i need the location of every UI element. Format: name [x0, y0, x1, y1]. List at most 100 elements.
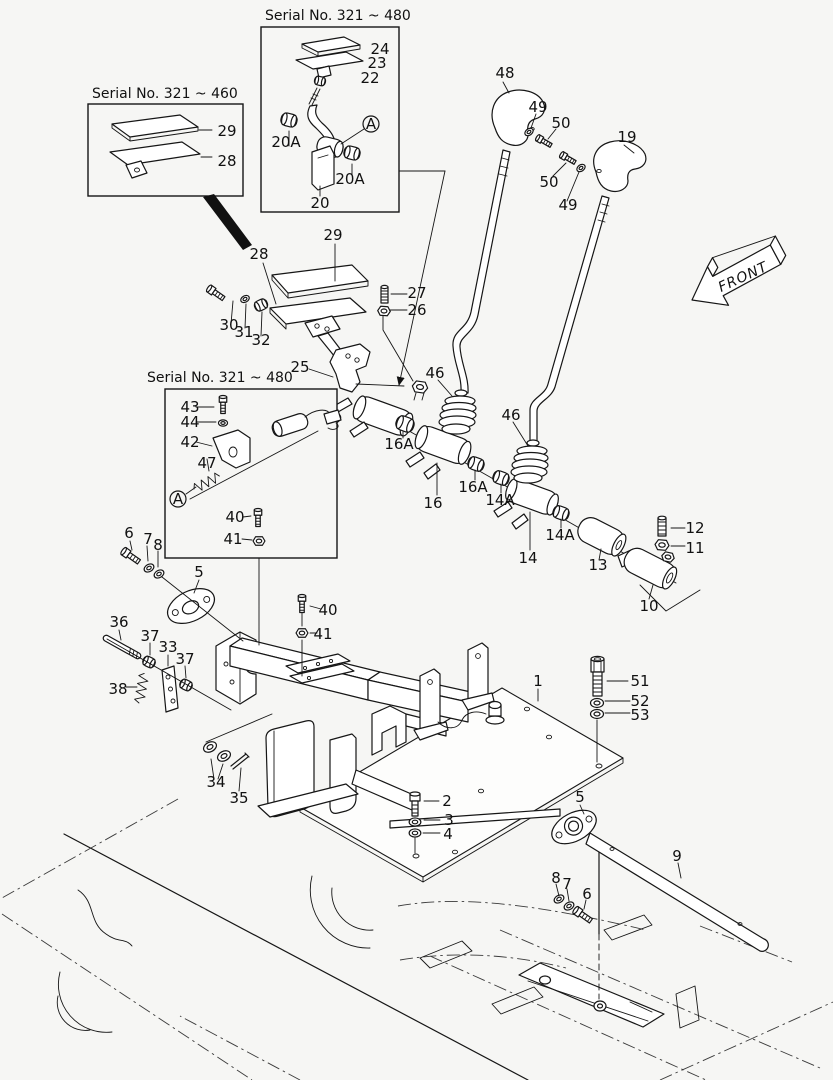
label-37-2: 37 [175, 650, 194, 668]
valve-14 [493, 478, 559, 530]
callout-wedge [203, 194, 252, 250]
label-32: 32 [251, 331, 270, 349]
frame-weldment [215, 631, 505, 756]
label-38: 38 [108, 680, 127, 698]
label-14A-1: 14A [485, 491, 515, 509]
label-34: 34 [206, 773, 225, 791]
label-10: 10 [639, 597, 658, 615]
label-37-1: 37 [140, 627, 159, 645]
inset-480-pedal-title: Serial No. 321 ~ 480 [265, 8, 411, 24]
nut-11 [653, 538, 671, 552]
label-25: 25 [290, 358, 309, 376]
label-14: 14 [518, 549, 537, 567]
switch-47-assy [271, 409, 342, 437]
label-16A-1: 16A [384, 435, 414, 453]
washer-31 [239, 293, 251, 305]
label-6-upper: 6 [124, 524, 134, 542]
bushing-37-2 [177, 677, 195, 693]
label-31: 31 [234, 323, 253, 341]
label-4: 4 [443, 825, 453, 843]
label-16A-2: 16A [458, 478, 488, 496]
label-22: 22 [360, 69, 379, 87]
pin-35 [230, 752, 250, 770]
label-48: 48 [495, 64, 514, 82]
chassis-mount-bracket [518, 849, 665, 1028]
rod-9 [389, 808, 769, 952]
bushing-32 [252, 297, 270, 313]
ref-a-inset: A [366, 115, 377, 133]
bracket-20 [311, 145, 335, 191]
parts-34-35 [201, 713, 273, 770]
label-26: 26 [407, 301, 426, 319]
label-50-right: 50 [539, 173, 558, 191]
bolt-2-stack [408, 791, 422, 854]
label-19: 19 [617, 128, 636, 146]
inset-box-480-pedal: Serial No. 321 ~ 480 A [260, 8, 446, 386]
inset-460-title: Serial No. 321 ~ 460 [92, 86, 238, 102]
label-28: 28 [249, 245, 268, 263]
label-20A-right: 20A [335, 170, 365, 188]
cylinder-13 [577, 517, 627, 557]
bolt-40 [297, 594, 307, 613]
label-50-left: 50 [551, 114, 570, 132]
label-28-inset: 28 [217, 152, 236, 170]
washer-49-right [575, 162, 587, 174]
label-20: 20 [310, 194, 329, 212]
chassis-phantom-outline [1, 798, 833, 1080]
inset-box-480-switch: Serial No. 321 ~ 480 A [147, 370, 342, 559]
label-8-lower: 8 [551, 869, 561, 887]
nut-41-inset [252, 536, 266, 546]
label-7-lower: 7 [562, 875, 572, 893]
nut-41 [295, 628, 309, 638]
label-41-inset: 41 [223, 530, 242, 548]
bracket-25 [329, 343, 371, 393]
front-arrow: FRONT [691, 235, 787, 306]
label-47: 47 [197, 454, 216, 472]
label-1: 1 [533, 672, 543, 690]
bushing-37-1 [140, 654, 158, 670]
label-14A-2: 14A [545, 526, 575, 544]
label-36: 36 [109, 613, 128, 631]
label-7-upper: 7 [143, 530, 153, 548]
label-13: 13 [588, 556, 607, 574]
label-20A-left: 20A [271, 133, 301, 151]
pedal-assembly [205, 264, 405, 393]
label-46-right: 46 [501, 406, 520, 424]
label-42: 42 [180, 433, 199, 451]
label-43: 43 [180, 398, 199, 416]
label-46-left: 46 [425, 364, 444, 382]
bracket-42 [212, 429, 251, 469]
label-5-lower: 5 [575, 788, 585, 806]
set-screw-12 [657, 515, 667, 537]
spring-38 [133, 672, 150, 705]
label-53: 53 [630, 706, 649, 724]
bellows-46-right [510, 439, 549, 484]
bushing-16A-2 [465, 454, 487, 474]
washer-44 [218, 419, 228, 427]
bolt-40-inset [253, 508, 263, 527]
label-2: 2 [442, 792, 452, 810]
label-27: 27 [407, 284, 426, 302]
pad-23 [295, 51, 364, 70]
label-24: 24 [370, 40, 389, 58]
ref-a: A [173, 490, 184, 508]
label-52: 52 [630, 692, 649, 710]
lever-48 [452, 89, 554, 394]
plate-33 [161, 665, 179, 713]
valve-16 [405, 425, 472, 480]
ref-a-circle-inset [362, 115, 380, 133]
inset-box-460: Serial No. 321 ~ 460 [87, 86, 244, 197]
label-49-right: 49 [558, 196, 577, 214]
pedal-28-inset [109, 141, 201, 166]
bushing-22 [313, 75, 327, 87]
bolt-43 [218, 395, 228, 414]
label-41: 41 [313, 625, 332, 643]
label-11: 11 [685, 539, 704, 557]
ref-a-circle [169, 490, 187, 508]
bolt-30 [205, 283, 227, 303]
label-3: 3 [444, 811, 454, 829]
label-23: 23 [367, 54, 386, 72]
label-49-left: 49 [528, 98, 547, 116]
label-30: 30 [219, 316, 238, 334]
